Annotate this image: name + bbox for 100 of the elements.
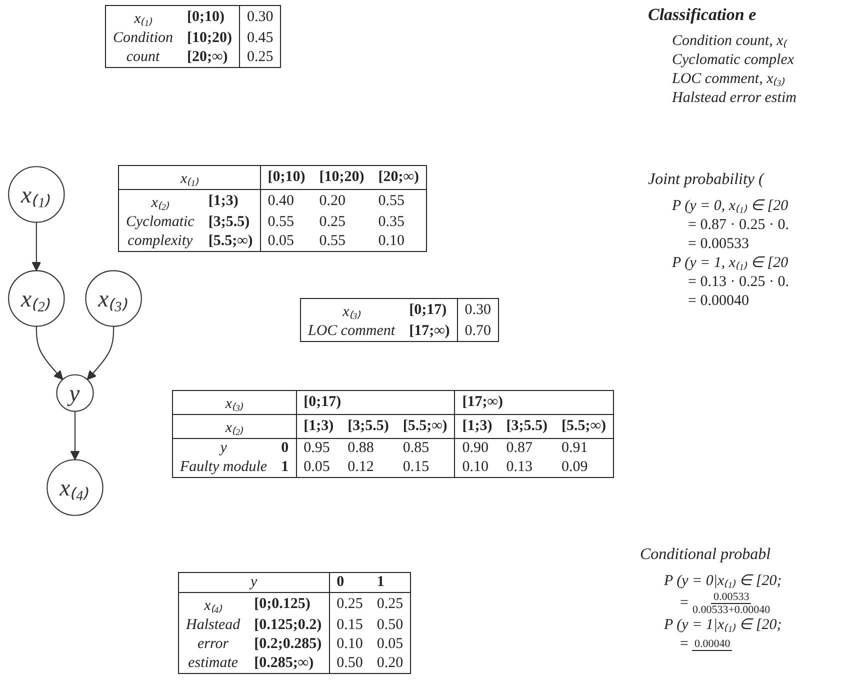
- table-cell: 0: [274, 438, 296, 458]
- node-circle: x₍₁₎: [8, 166, 65, 223]
- table-cell: 0.10: [329, 635, 370, 654]
- node-circle: x₍₄₎: [46, 459, 104, 516]
- table-cell: [0.285;∞): [247, 654, 330, 674]
- table-cell: estimate: [178, 654, 248, 674]
- table-cell: 0.45: [240, 29, 281, 48]
- formula-text: = 0.13 · 0.25 · 0.: [687, 273, 789, 292]
- table-cell: 0.91: [554, 438, 614, 458]
- table-cell: [0;17): [402, 298, 458, 322]
- table-cell: 0.15: [329, 616, 370, 635]
- table-cell: error: [178, 635, 248, 654]
- table-cell: [17;∞): [402, 322, 458, 342]
- table-cell: [1;3): [201, 190, 260, 213]
- table-cell: 0.05: [370, 635, 411, 654]
- fraction-numerator: 0.00533: [711, 591, 752, 604]
- table-cell-text: 0.25: [318, 213, 347, 232]
- text-line: Condition count, x₍: [671, 32, 788, 51]
- table-cell: [0;17): [296, 390, 455, 414]
- table-cell: 0.09: [554, 458, 614, 478]
- table-cell: 0: [329, 572, 370, 592]
- table-cell: 0.55: [260, 213, 312, 232]
- table-cell: count: [106, 48, 180, 68]
- table-cell: [5.5;∞): [201, 232, 260, 252]
- table-cell: [17;∞): [454, 390, 614, 414]
- arrow: [36, 326, 64, 380]
- table-cell: 0.10: [371, 232, 426, 252]
- table-cell: [0;0.125): [247, 592, 330, 616]
- table-cell: 0.05: [296, 458, 341, 478]
- table-cell: [0.125;0.2): [247, 616, 330, 635]
- table-cell: x₍₂₎: [118, 190, 202, 213]
- table-cell: 0.10: [454, 458, 500, 478]
- table-cell: 0.55: [312, 232, 372, 252]
- table-cell: [1;3): [296, 414, 341, 438]
- table-cell: x₍₄₎: [178, 592, 248, 616]
- table-cell: y: [178, 572, 330, 592]
- text-line: P (y = 1|x₍₁₎ ∈ [20;: [663, 616, 782, 635]
- table-cell: 0.40: [260, 190, 312, 213]
- table-cell: 0.50: [370, 616, 411, 635]
- table-cell: [3;5.5): [201, 213, 260, 232]
- table-cell: 0.35: [371, 213, 426, 232]
- fraction-numerator: 0.00040: [692, 638, 732, 651]
- table-cell: Halstead: [178, 616, 248, 635]
- table-cell: [0;10): [180, 6, 240, 29]
- table-cell: 0.20: [370, 654, 411, 674]
- table-cell: [1;3): [454, 414, 500, 438]
- table-cell: 0.55: [371, 190, 426, 213]
- node-circle: y: [56, 374, 94, 412]
- table-cell: Condition: [106, 29, 180, 48]
- text-line: Halstead error estim: [670, 89, 796, 108]
- table-cell: 0.15: [396, 458, 455, 478]
- node-circle: x₍₃₎: [85, 270, 142, 327]
- table-cell: 0.85: [396, 438, 455, 458]
- table-cell: x₍₃₎: [300, 298, 402, 322]
- table-cell: 0.20: [312, 190, 372, 213]
- table-cell: y: [172, 438, 274, 458]
- section-heading: Classification e: [648, 5, 758, 24]
- table-cell: x₍₁₎: [106, 6, 180, 29]
- table-cell: 0.12: [340, 458, 396, 478]
- text-line: P (y = 1, x₍₁₎ ∈ [20: [671, 254, 789, 273]
- table-cell: [5.5;∞): [554, 414, 614, 438]
- fraction-denominator: 0.00533+0.00040: [692, 604, 770, 616]
- table-cell: [5.5;∞): [396, 414, 455, 438]
- table-cell: [10;20): [180, 29, 240, 48]
- arrow: [86, 326, 114, 380]
- formula-text: = 0.87 · 0.25 · 0.: [687, 216, 789, 235]
- table-cell: [20;∞): [180, 48, 240, 68]
- table-cell: 0.30: [457, 298, 499, 322]
- table-cell: 0.95: [296, 438, 341, 458]
- table-cell: 0.13: [499, 458, 555, 478]
- equals-sign: =: [680, 594, 688, 613]
- table-cell: [10;20): [312, 166, 372, 190]
- table-cell: [20;∞): [371, 166, 426, 190]
- table-cell: 0.25: [240, 48, 281, 68]
- formula-text: = 0.00040: [687, 292, 750, 311]
- table-cell: Cyclomatic: [118, 213, 202, 232]
- section-heading: Joint probability (: [648, 170, 766, 189]
- section-heading: Conditional probabl: [640, 545, 772, 564]
- arrow: [70, 411, 80, 460]
- table-cell: 0.25: [370, 592, 411, 616]
- table-cell: [3;5.5): [340, 414, 396, 438]
- table-cell: complexity: [118, 232, 202, 252]
- table-cell: 1: [274, 458, 296, 478]
- table-cell: Faulty module: [172, 458, 274, 478]
- table-cell: x₍₁₎: [118, 166, 260, 190]
- text-line: Cyclomatic complex: [671, 51, 796, 70]
- table-cell: 0.30: [240, 6, 281, 29]
- text-line: P (y = 0|x₍₁₎ ∈ [20;: [663, 572, 782, 591]
- table-cell: x₍₂₎: [172, 414, 296, 438]
- table-cell: 0.25: [329, 592, 370, 616]
- table-cell: x₍₃₎: [172, 390, 296, 414]
- table-cell: 0.87: [499, 438, 555, 458]
- table-cell: LOC comment: [300, 322, 402, 342]
- table-cell: 0.88: [340, 438, 396, 458]
- table-cell: [0.2;0.285): [247, 635, 330, 654]
- text-line: P (y = 0, x₍₁₎ ∈ [20: [671, 197, 789, 216]
- table-cell: [3;5.5): [499, 414, 555, 438]
- equals-sign: =: [680, 635, 688, 654]
- arrow: [32, 222, 42, 272]
- node-circle: x₍₂₎: [8, 270, 65, 327]
